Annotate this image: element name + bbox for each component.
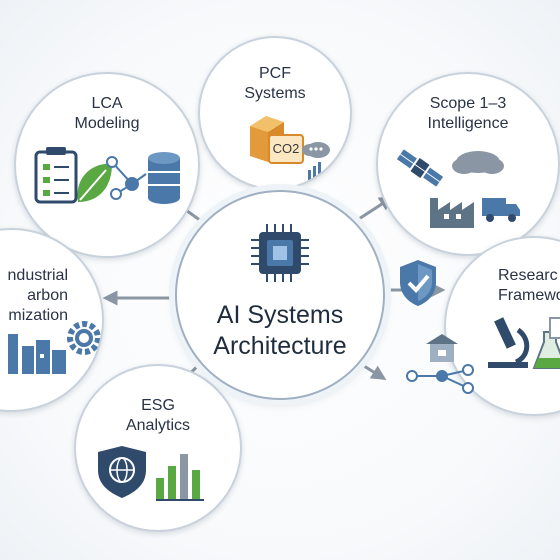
industrial-line1: ndustrial: [7, 267, 68, 284]
node-pcf-systems: PCF Systems CO2: [198, 36, 352, 190]
scope-icons: [396, 149, 520, 228]
research-line2: Framewo: [498, 287, 560, 304]
bottom-right-network-icons: [406, 334, 474, 394]
network-nodes-icon: [106, 156, 147, 200]
co2-badge: CO2: [268, 134, 304, 164]
lca-line2: Modeling: [74, 115, 140, 132]
gear-icon: [67, 321, 101, 355]
research-icons: [488, 317, 560, 369]
pcf-line2: Systems: [244, 85, 306, 102]
database-icon: [148, 152, 180, 204]
node-ai-systems-architecture: AI Systems Architecture: [175, 190, 385, 400]
node-esg-analytics: ESG Analytics: [74, 364, 242, 532]
satellite-icon: [396, 149, 444, 187]
cloud-bar-icon: [302, 142, 330, 182]
esg-line1: ESG: [141, 397, 175, 414]
leaf-icon: [77, 163, 112, 202]
industrial-icons: [8, 321, 101, 374]
chip-icon: [251, 224, 309, 282]
bar-chart-icon: [308, 162, 321, 182]
node-esg-label: ESG Analytics: [76, 396, 240, 436]
house-icon: [426, 334, 458, 362]
industrial-line2: arbon: [27, 287, 68, 304]
esg-line2: Analytics: [125, 417, 191, 434]
center-title-line1: AI Systems: [216, 301, 344, 329]
esg-icons: [98, 446, 204, 501]
bar-chart-icon: [156, 454, 204, 501]
center-title: AI Systems Architecture: [177, 300, 383, 362]
node-research-label: Researc Framewo: [446, 266, 560, 306]
factory-icon: [430, 198, 474, 228]
network-nodes-icon: [406, 364, 474, 394]
research-line1: Researc: [498, 267, 558, 284]
node-lca-label: LCA Modeling: [16, 94, 198, 134]
scope-line1: Scope 1–3: [429, 95, 507, 112]
node-industrial-label: ndustrial arbon mization: [0, 266, 102, 326]
factory-icon: [8, 334, 66, 374]
node-industrial-carbon: ndustrial arbon mization: [0, 228, 104, 412]
pcf-line1: PCF: [259, 65, 291, 82]
node-lca-modeling: LCA Modeling: [14, 72, 200, 258]
document-icon: [549, 317, 560, 339]
node-pcf-label: PCF Systems: [200, 64, 350, 104]
cloud-icon: [452, 151, 504, 174]
scope-line2: Intelligence: [427, 115, 509, 132]
microscope-icon: [488, 317, 530, 368]
globe-shield-icon: [98, 446, 146, 498]
cloud-icon: [302, 142, 330, 158]
node-scope-intelligence: Scope 1–3 Intelligence: [376, 72, 560, 256]
lca-icons: [34, 147, 180, 204]
truck-icon: [482, 198, 520, 222]
clipboard-icon: [34, 147, 78, 204]
shield-check-icon: [400, 260, 436, 306]
center-title-line2: Architecture: [213, 332, 347, 360]
lca-line1: LCA: [91, 95, 123, 112]
industrial-line3: mization: [8, 307, 68, 324]
node-scope-label: Scope 1–3 Intelligence: [378, 94, 558, 134]
